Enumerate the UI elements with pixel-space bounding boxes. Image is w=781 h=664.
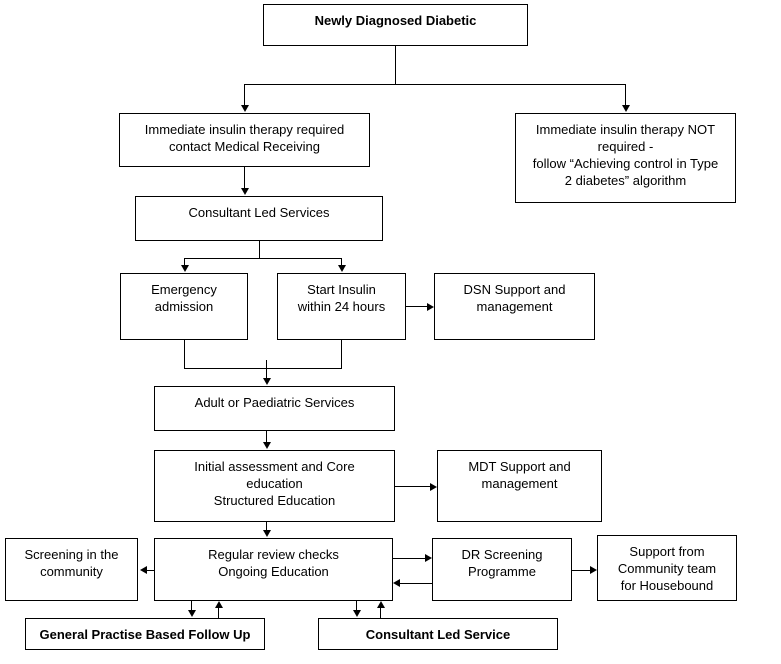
connector-initial-to-mdt: [395, 486, 430, 487]
node-consultant-led-service[interactable]: Consultant Led Service: [318, 618, 558, 650]
node-screening-in-the-community[interactable]: Screening in the community: [5, 538, 138, 601]
node-immediate-insulin-not-required[interactable]: Immediate insulin therapy NOT required -…: [515, 113, 736, 203]
node-emergency-admission[interactable]: Emergency admission: [120, 273, 248, 340]
node-adult-or-paediatric-services[interactable]: Adult or Paediatric Services: [154, 386, 395, 431]
node-label: Consultant Led Services: [188, 205, 330, 220]
connector-required-to-consultant: [244, 167, 245, 189]
arrowhead-to-screening-community: [140, 566, 147, 574]
arrowhead-to-gp-followup: [188, 610, 196, 617]
node-label: Adult or Paediatric Services: [194, 395, 355, 410]
arrowhead-to-support-community-team: [590, 566, 597, 574]
node-start-insulin-within-24-hours[interactable]: Start Insulin within 24 hours: [277, 273, 406, 340]
arrowhead-to-consultant-led-services: [241, 188, 249, 195]
node-label-line-1: Immediate insulin therapy required: [144, 122, 345, 137]
node-regular-review-checks[interactable]: Regular review checks Ongoing Education: [154, 538, 393, 601]
arrowhead-from-gp-followup: [215, 601, 223, 608]
node-general-practise-based-follow-up[interactable]: General Practise Based Follow Up: [25, 618, 265, 650]
node-dr-screening-programme[interactable]: DR Screening Programme: [432, 538, 572, 601]
connector-start-insulin-to-dsn: [406, 306, 427, 307]
connector-dr-screening-to-regular: [400, 583, 432, 584]
node-dsn-support-and-management[interactable]: DSN Support and management: [434, 273, 595, 340]
arrowhead-to-consultant-led-service: [353, 610, 361, 617]
connector-gp-followup-to-regular: [218, 608, 219, 618]
connector-consultant-service-to-regular: [380, 608, 381, 618]
node-label: Consultant Led Service: [365, 626, 511, 642]
arrowhead-to-initial-assessment: [263, 442, 271, 449]
connector-root-split-bar: [244, 84, 626, 85]
connector-consultant-stem: [259, 241, 260, 258]
connector-regular-to-gp-followup: [191, 601, 192, 611]
node-newly-diagnosed-diabetic[interactable]: Newly Diagnosed Diabetic: [263, 4, 528, 46]
connector-dr-to-support-community: [572, 570, 590, 571]
node-consultant-led-services[interactable]: Consultant Led Services: [135, 196, 383, 241]
arrowhead-to-immediate-insulin-required: [241, 105, 249, 112]
connector-consultant-left-drop: [184, 258, 185, 266]
connector-consultant-right-drop: [341, 258, 342, 266]
connector-root-stem: [395, 46, 396, 84]
node-label: Support from Community team for Housebou…: [617, 544, 717, 593]
node-immediate-insulin-required[interactable]: Immediate insulin therapy required conta…: [119, 113, 370, 167]
node-initial-assessment-and-core-education[interactable]: Initial assessment and Core education St…: [154, 450, 395, 522]
arrowhead-to-adult-paediatric-services: [263, 378, 271, 385]
node-support-from-community-team[interactable]: Support from Community team for Housebou…: [597, 535, 737, 601]
node-label: Screening in the community: [24, 547, 119, 579]
connector-initial-to-regular-review: [266, 522, 267, 531]
arrowhead-to-emergency-admission: [181, 265, 189, 272]
connector-root-right-drop: [625, 84, 626, 106]
arrowhead-to-mdt-support: [430, 483, 437, 491]
node-label: DR Screening Programme: [461, 547, 543, 579]
connector-root-left-drop: [244, 84, 245, 106]
node-label: Regular review checks Ongoing Education: [208, 547, 339, 579]
arrowhead-back-to-regular-review: [393, 579, 400, 587]
connector-consultant-split-bar: [184, 258, 342, 259]
arrowhead-from-consultant-led-service: [377, 601, 385, 608]
connector-regular-to-dr-screening: [393, 558, 425, 559]
arrowhead-to-dr-screening: [425, 554, 432, 562]
node-label: MDT Support and management: [468, 459, 571, 491]
node-label: Newly Diagnosed Diabetic: [314, 13, 477, 28]
connector-merge-stem: [266, 360, 267, 378]
arrowhead-to-regular-review: [263, 530, 271, 537]
connector-merge-bar: [184, 368, 342, 369]
node-label: Start Insulin within 24 hours: [297, 282, 386, 314]
connector-start-insulin-down: [341, 340, 342, 368]
connector-emergency-down: [184, 340, 185, 368]
node-label: Emergency admission: [151, 282, 217, 314]
node-label: Immediate insulin therapy NOT required -…: [532, 122, 719, 188]
node-label: DSN Support and management: [463, 282, 566, 314]
node-label-line-2: contact Medical Receiving: [168, 139, 321, 154]
connector-regular-to-screening: [147, 570, 155, 571]
arrowhead-to-immediate-insulin-not-required: [622, 105, 630, 112]
node-label: General Practise Based Follow Up: [39, 626, 251, 642]
arrowhead-to-start-insulin: [338, 265, 346, 272]
connector-regular-to-consultant-service: [356, 601, 357, 611]
node-mdt-support-and-management[interactable]: MDT Support and management: [437, 450, 602, 522]
node-label: Initial assessment and Core education St…: [194, 459, 355, 508]
connector-adult-to-initial: [266, 431, 267, 443]
arrowhead-to-dsn-support: [427, 303, 434, 311]
